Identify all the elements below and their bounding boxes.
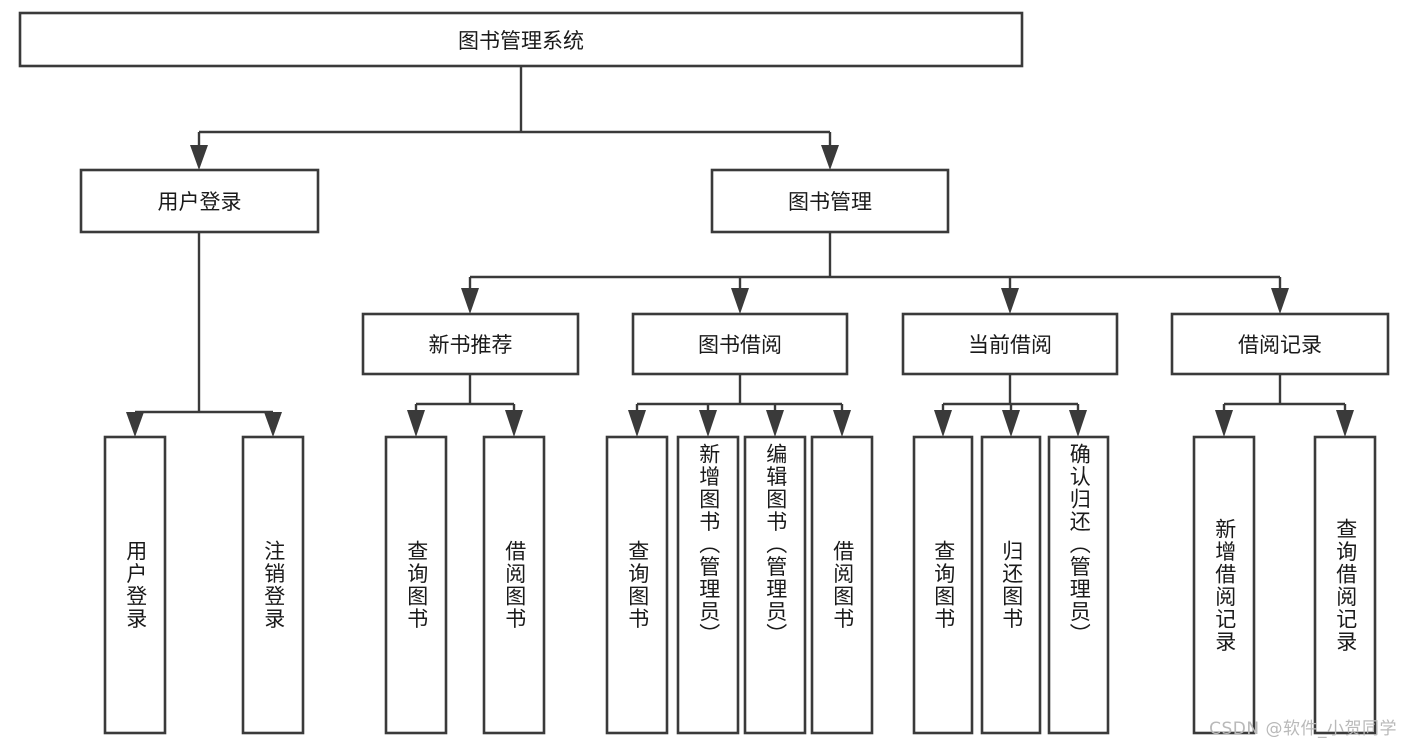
connector-group-book-manage: [461, 232, 1289, 314]
arrow-head-leaf-return-book: [1002, 410, 1020, 437]
node-leaf-edit-book[interactable]: [743, 435, 807, 735]
connector-group-borrow-record: [1215, 374, 1354, 437]
arrow-head-current-borrow: [1001, 288, 1019, 314]
arrow-head-leaf-query-book-1: [407, 410, 425, 437]
node-leaf-borrow-book-1[interactable]: [482, 435, 546, 735]
arrow-head-borrow-record: [1271, 288, 1289, 314]
node-leaf-confirm-return[interactable]: [1047, 435, 1110, 735]
arrow-head-user-login: [190, 145, 208, 170]
node-leaf-add-book[interactable]: [676, 435, 740, 735]
arrow-head-book-manage: [821, 145, 839, 170]
node-borrow-record[interactable]: [1170, 312, 1390, 376]
arrow-head-leaf-confirm-return: [1069, 410, 1087, 437]
node-book-manage[interactable]: [710, 168, 950, 234]
arrow-head-leaf-user-login: [126, 412, 144, 437]
connector-group-root: [190, 66, 839, 170]
node-leaf-query-book-1[interactable]: [384, 435, 448, 735]
node-leaf-query-book-3[interactable]: [912, 435, 974, 735]
arrow-head-leaf-query-book-2: [628, 410, 646, 437]
node-book-borrow[interactable]: [631, 312, 849, 376]
arrow-head-leaf-add-record: [1215, 410, 1233, 437]
node-current-borrow[interactable]: [901, 312, 1119, 376]
arrow-head-leaf-query-record: [1336, 410, 1354, 437]
node-leaf-return-book[interactable]: [980, 435, 1042, 735]
arrow-head-leaf-query-book-3: [934, 410, 952, 437]
node-leaf-borrow-book-2[interactable]: [810, 435, 874, 735]
node-leaf-user-logout[interactable]: [241, 435, 305, 735]
node-leaf-query-book-2[interactable]: [605, 435, 669, 735]
connector-group-book-borrow: [628, 374, 851, 437]
node-leaf-query-record[interactable]: [1313, 435, 1377, 735]
arrow-head-book-borrow: [731, 288, 749, 314]
arrow-head-leaf-borrow-book-1: [505, 410, 523, 437]
csdn-watermark: CSDN @软件_小贺同学: [1209, 719, 1397, 739]
arrow-head-leaf-user-logout: [264, 412, 282, 437]
node-root[interactable]: [18, 11, 1024, 68]
arrow-head-leaf-add-book: [699, 410, 717, 437]
node-new-book-rec[interactable]: [361, 312, 580, 376]
node-user-login[interactable]: [79, 168, 320, 234]
connector-group-new-book-rec: [407, 374, 523, 437]
arrow-head-leaf-edit-book: [766, 410, 784, 437]
node-leaf-user-login[interactable]: [103, 435, 167, 735]
arrow-head-leaf-borrow-book-2: [833, 410, 851, 437]
node-leaf-add-record[interactable]: [1192, 435, 1256, 735]
connector-group-user-login: [126, 232, 282, 437]
connector-group-current-borrow: [934, 374, 1087, 437]
arrow-head-new-book-rec: [461, 288, 479, 314]
